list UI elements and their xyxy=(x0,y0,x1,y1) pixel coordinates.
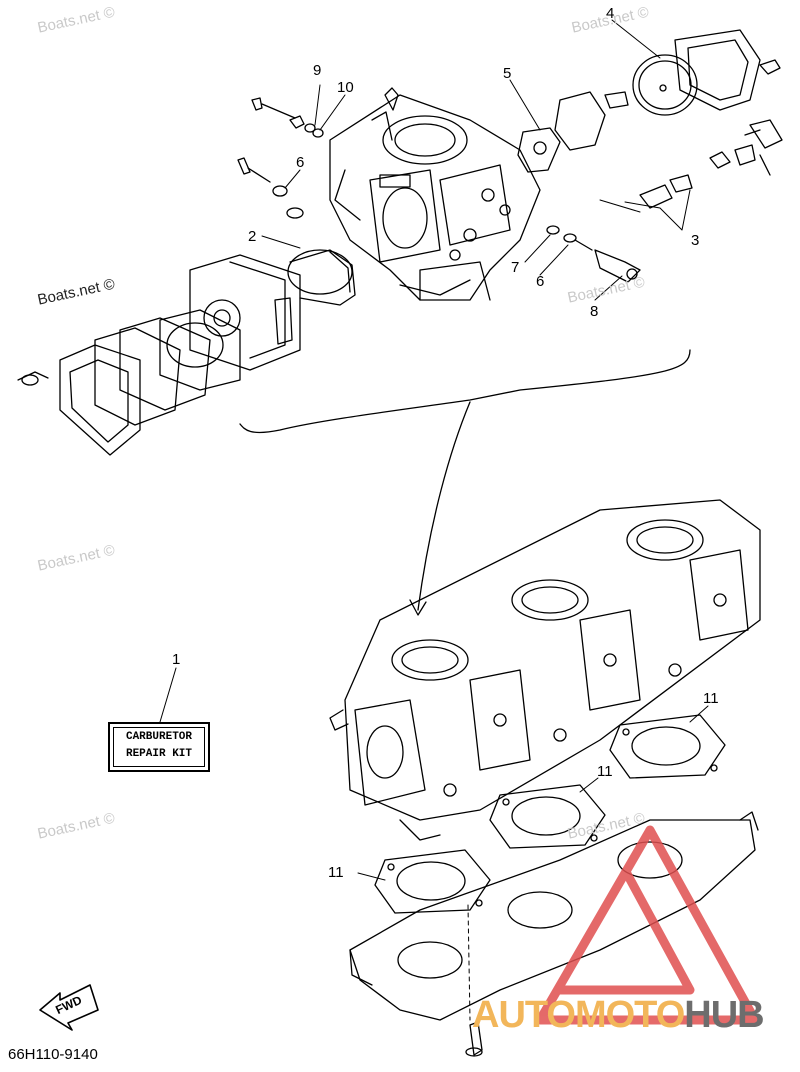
repair-kit-label: CARBURETOR REPAIR KIT xyxy=(108,722,210,772)
callout-3: 3 xyxy=(691,232,700,249)
callout-11-middle: 11 xyxy=(597,763,613,780)
brand-logo: AUTOMOTOHUB xyxy=(472,994,765,1037)
callout-8: 8 xyxy=(590,303,599,320)
brand-part2: HUB xyxy=(684,994,764,1036)
pump-cover-assembly xyxy=(17,254,301,456)
fwd-arrow xyxy=(39,984,99,1031)
small-fasteners xyxy=(237,97,324,219)
kit-label-line2: REPAIR KIT xyxy=(125,748,192,760)
callout-11-left: 11 xyxy=(328,864,344,881)
callout-11-right: 11 xyxy=(703,690,719,707)
grouping-bracket xyxy=(239,349,691,616)
callout-5: 5 xyxy=(503,65,512,82)
callout-7: 7 xyxy=(511,259,520,276)
callout-4: 4 xyxy=(606,5,615,22)
kit-label-line1: CARBURETOR xyxy=(125,731,192,743)
diaphragm xyxy=(287,249,356,306)
callout-1: 1 xyxy=(172,651,181,668)
brand-part1: AUTOMOTO xyxy=(472,994,685,1036)
carburetor-body xyxy=(329,87,541,301)
intake-manifold xyxy=(349,811,759,1057)
right-side-parts xyxy=(517,29,783,283)
leader-lines xyxy=(159,19,709,1021)
gaskets xyxy=(374,714,726,914)
callout-10: 10 xyxy=(337,79,354,96)
callout-2: 2 xyxy=(248,228,257,245)
brand-triangle xyxy=(535,825,760,1025)
callout-9: 9 xyxy=(313,62,322,79)
callout-6-lower: 6 xyxy=(536,273,545,290)
diagram-part-number: 66H110-9140 xyxy=(8,1046,98,1063)
callout-6-upper: 6 xyxy=(296,154,305,171)
carburetor-bank xyxy=(329,499,761,841)
